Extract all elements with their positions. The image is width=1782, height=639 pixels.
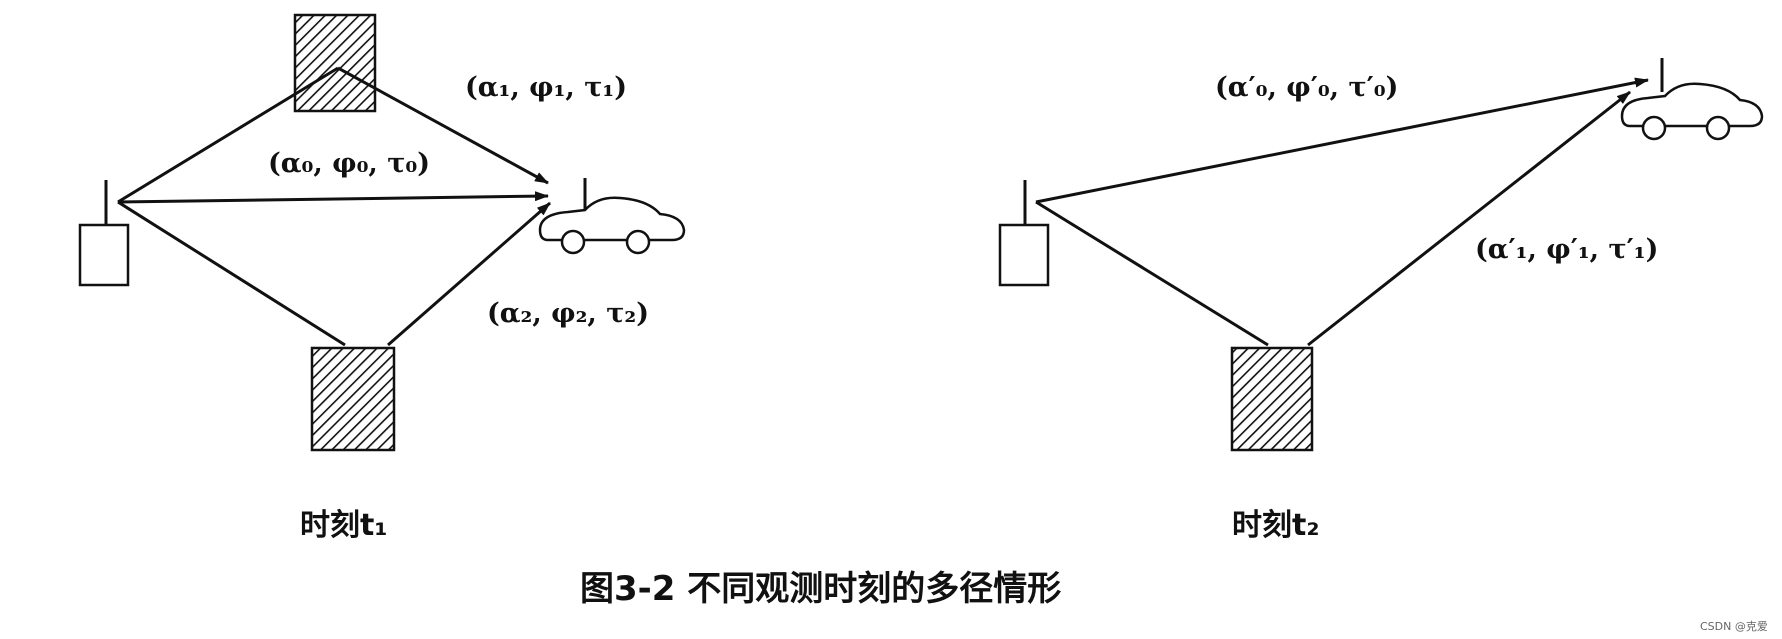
path-1: [117, 66, 549, 204]
scatterer-building-bottom: [310, 346, 396, 452]
path-2-label: (α₂, φ₂, τ₂): [487, 298, 649, 329]
transmitter-icon: [998, 180, 1050, 287]
path-0-prime-label: (α′₀, φ′₀, τ′₀): [1215, 72, 1398, 103]
panel-t1: (α₁, φ₁, τ₁) (α₀, φ₀, τ₀) (α₂, φ₂, τ₂) 时…: [78, 13, 686, 543]
car-receiver-icon: [538, 178, 686, 255]
path-0: [117, 191, 549, 204]
path-0-prime: [1035, 77, 1649, 204]
path-1-prime-label: (α′₁, φ′₁, τ′₁): [1475, 234, 1658, 265]
figure-caption: 图3-2 不同观测时刻的多径情形: [580, 569, 1061, 609]
scatterer-building-bottom: [1230, 346, 1314, 452]
car-receiver-icon: [1620, 58, 1764, 141]
path-1-prime: [1035, 90, 1631, 347]
panel-t2: (α′₀, φ′₀, τ′₀) (α′₁, φ′₁, τ′₁) 时刻t₂: [998, 58, 1764, 543]
transmitter-icon: [78, 180, 130, 287]
time-label-t1: 时刻t₁: [300, 508, 387, 543]
watermark: CSDN @克爱: [1700, 620, 1768, 633]
path-0-label: (α₀, φ₀, τ₀): [268, 148, 430, 179]
time-label-t2: 时刻t₂: [1232, 508, 1319, 543]
scatterer-building-top: [293, 13, 377, 113]
path-1-label: (α₁, φ₁, τ₁): [465, 72, 627, 103]
path-2: [117, 200, 551, 347]
